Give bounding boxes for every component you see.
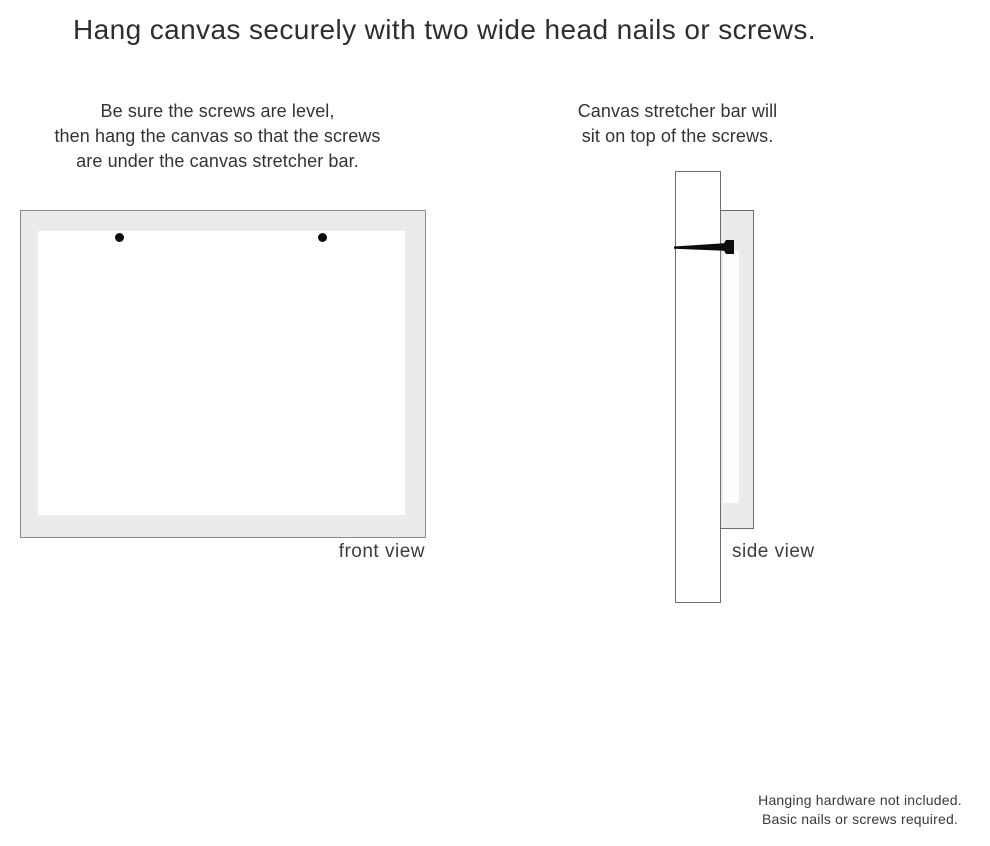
screw-dot-left [115, 233, 124, 242]
hardware-footnote: Hanging hardware not included. Basic nai… [740, 791, 980, 829]
canvas-side-inner-recess [723, 251, 739, 503]
instruction-line: Be sure the screws are level, [100, 101, 335, 121]
screw-dot-right [318, 233, 327, 242]
canvas-inner-face [38, 231, 405, 515]
footnote-line: Hanging hardware not included. [758, 792, 962, 808]
footnote-line: Basic nails or screws required. [761, 811, 959, 827]
front-view-instructions: Be sure the screws are level, then hang … [25, 99, 410, 174]
instruction-line: are under the canvas stretcher bar. [76, 151, 359, 171]
instruction-line: Canvas stretcher bar will [577, 101, 778, 121]
side-view-instructions: Canvas stretcher bar will sit on top of … [550, 99, 805, 149]
nail-icon [674, 240, 734, 254]
front-view-label: front view [338, 541, 425, 562]
page-title: Hang canvas securely with two wide head … [73, 14, 816, 45]
instruction-line: sit on top of the screws. [581, 126, 774, 146]
wall-bar [675, 171, 721, 603]
instruction-line: then hang the canvas so that the screws [54, 126, 381, 146]
side-view-label: side view [732, 541, 815, 562]
